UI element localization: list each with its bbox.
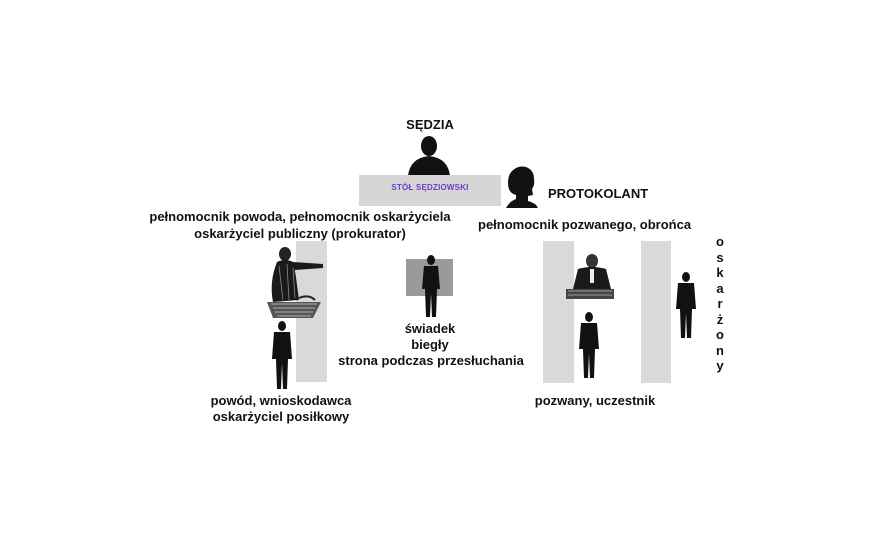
- accused-letter: o: [716, 234, 724, 249]
- accused-letter: r: [717, 296, 723, 311]
- accused-letter: o: [716, 327, 724, 342]
- defendant-label: pozwany, uczestnik: [534, 393, 656, 408]
- defendant-silhouette-icon: [579, 312, 599, 378]
- accused-letter: s: [716, 249, 724, 265]
- bench-label: STÓŁ SĘDZIOWSKI: [391, 183, 469, 192]
- accused-letter: n: [716, 342, 724, 358]
- witness-silhouette-icon: [422, 255, 440, 317]
- accused-letter: k: [716, 265, 724, 280]
- plaintiff-label-1: powód, wnioskodawca: [210, 393, 352, 408]
- accused-letter: a: [716, 280, 724, 296]
- left-counsel-label-2: oskarżyciel publiczny (prokurator): [194, 226, 406, 241]
- defense-lawyer-icon: [566, 254, 614, 299]
- left-counsel-label-1: pełnomocnik powoda, pełnomocnik oskarżyc…: [149, 209, 451, 224]
- gesturing-lawyer-icon: [267, 247, 323, 318]
- expert-label: biegły: [411, 337, 449, 352]
- accused-vertical-label: o s k a r ż o n y: [713, 234, 727, 374]
- judge-silhouette-icon: [408, 136, 450, 176]
- accused-bench: [641, 241, 671, 383]
- accused-letter: ż: [716, 311, 724, 327]
- judge-label: SĘDZIA: [406, 117, 454, 132]
- clerk-head-icon: [506, 166, 538, 208]
- party-interrogation-label: strona podczas przesłuchania: [338, 353, 524, 368]
- accused-silhouette-icon: [676, 272, 696, 338]
- witness-label: świadek: [404, 321, 456, 336]
- defense-table: [543, 241, 574, 383]
- right-counsel-label: pełnomocnik pozwanego, obrońca: [478, 217, 692, 232]
- plaintiff-silhouette-icon: [272, 321, 292, 389]
- plaintiff-label-2: oskarżyciel posiłkowy: [212, 409, 350, 424]
- clerk-label: PROTOKOLANT: [548, 186, 649, 201]
- judges-bench: STÓŁ SĘDZIOWSKI: [359, 175, 501, 206]
- accused-letter: y: [716, 358, 724, 373]
